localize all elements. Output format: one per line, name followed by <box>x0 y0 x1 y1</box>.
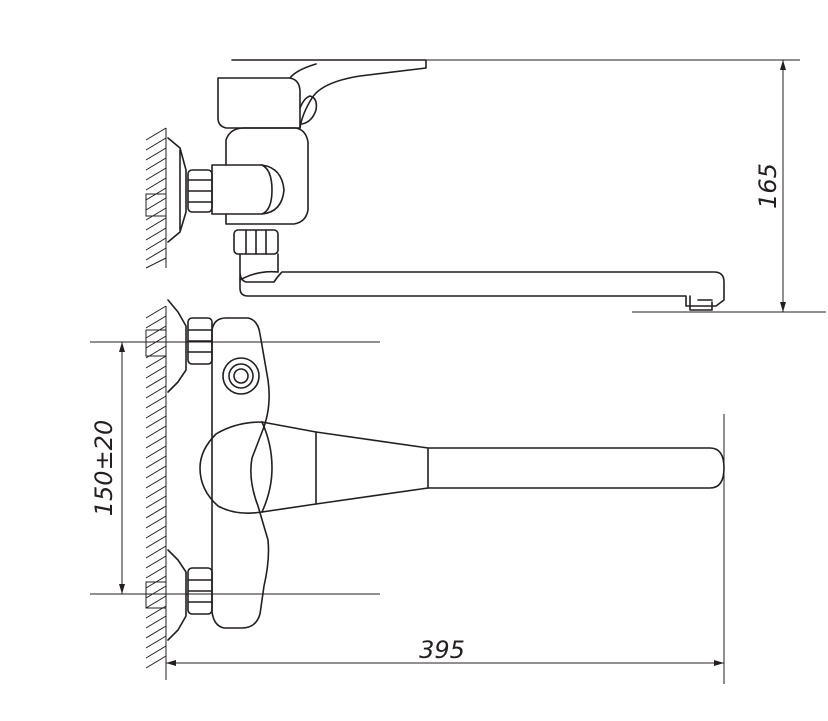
wall-top <box>145 127 167 269</box>
spout-side <box>239 253 725 307</box>
swivel-nut-top <box>233 229 279 255</box>
mixer-body-front <box>211 317 270 629</box>
dimension-length: 395 <box>166 414 725 684</box>
length-label: 395 <box>419 636 465 664</box>
aerator <box>689 295 713 311</box>
escutcheon-upper <box>167 299 187 393</box>
eccentric-nut-lower <box>187 567 213 615</box>
height-label: 165 <box>754 163 782 209</box>
escutcheon-lower <box>167 549 187 641</box>
top-view <box>145 59 725 311</box>
wall-front <box>145 305 167 680</box>
mount-spacing-label: 150±20 <box>90 420 118 516</box>
diverter-knob <box>222 357 260 395</box>
lever-top <box>231 59 427 129</box>
cartridge-cap-top <box>217 77 301 129</box>
mixer-body-top <box>211 127 309 225</box>
eccentric-nut-top <box>187 169 213 213</box>
dimension-height: 165 <box>426 59 826 313</box>
escutcheon-top <box>167 137 187 243</box>
lever-front <box>199 421 429 514</box>
spout-front <box>427 447 725 489</box>
eccentric-nut-upper <box>187 317 213 365</box>
dimension-mount-spacing: 150±20 <box>90 341 380 595</box>
front-view <box>145 299 725 680</box>
